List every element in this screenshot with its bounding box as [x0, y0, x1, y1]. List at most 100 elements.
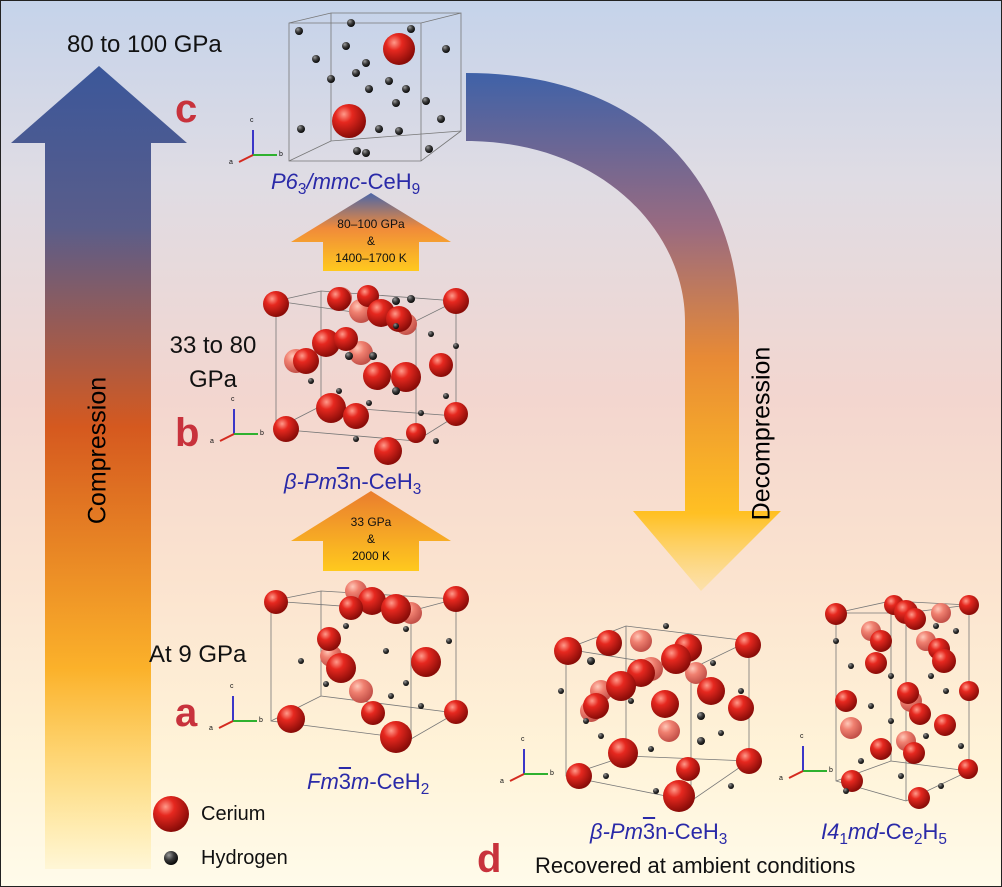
cerium-atom — [870, 630, 892, 652]
atoms — [263, 19, 979, 812]
hydrogen-atom — [347, 19, 355, 27]
cerium-atom — [676, 757, 700, 781]
hydrogen-atom — [375, 125, 383, 133]
hydrogen-atom — [648, 746, 654, 752]
phase-label-ceh3-b: β-Pm3n-CeH3 — [284, 469, 422, 498]
cerium-atom — [332, 104, 366, 138]
pressure-label-b: 33 to 80 GPa — [169, 332, 257, 393]
hydrogen-atom — [923, 733, 929, 739]
hydrogen-atom — [345, 352, 353, 360]
cerium-atom — [865, 652, 887, 674]
hydrogen-atom — [697, 737, 705, 745]
cerium-atom — [358, 587, 386, 615]
cerium-atom — [443, 288, 469, 314]
hydrogen-atom — [392, 387, 400, 395]
cerium-atom — [959, 595, 979, 615]
hydrogen-atom — [388, 693, 394, 699]
hydrogen-atom — [653, 788, 659, 794]
decompression-arrow — [466, 73, 781, 591]
axis-c-label: c — [521, 736, 525, 743]
compression-arrow — [11, 66, 187, 869]
axis-b-label: b — [279, 151, 283, 158]
cerium-atom — [293, 348, 319, 374]
transition-arrow-upper — [291, 193, 451, 271]
axis-b-label: b — [829, 767, 833, 774]
cerium-atom — [334, 327, 358, 351]
phase-label-ceh2: Fm3m-CeH2 — [307, 769, 430, 798]
hydrogen-atom — [295, 27, 303, 35]
cerium-atom — [444, 700, 468, 724]
cerium-atom — [273, 416, 299, 442]
cerium-atom — [363, 362, 391, 390]
cerium-atom — [381, 594, 411, 624]
hydrogen-atom — [312, 55, 320, 63]
hydrogen-atom — [353, 436, 359, 442]
cerium-atom — [554, 637, 582, 665]
hydrogen-atom — [833, 638, 839, 644]
cerium-atom — [835, 690, 857, 712]
hydrogen-atom — [928, 673, 934, 679]
cerium-atom — [386, 306, 412, 332]
cerium-atom — [903, 742, 925, 764]
crystal-ceh9 — [288, 12, 462, 162]
cerium-atom — [728, 695, 754, 721]
hydrogen-atom — [422, 97, 430, 105]
legend-hydrogen-swatch — [164, 851, 178, 865]
hydrogen-atom — [663, 623, 669, 629]
hydrogen-atom — [443, 393, 449, 399]
cerium-atom — [349, 679, 373, 703]
panel-label-c: c — [175, 87, 198, 131]
cerium-atom — [840, 717, 862, 739]
hydrogen-atom — [362, 149, 370, 157]
legend-hydrogen-label: Hydrogen — [201, 847, 288, 869]
hydrogen-atom — [843, 788, 849, 794]
transition-arrow-lower — [291, 491, 451, 571]
hydrogen-atom — [558, 688, 564, 694]
phase-label-ceh3-d: β-Pm3n-CeH3 — [590, 819, 728, 848]
hydrogen-atom — [710, 660, 716, 666]
hydrogen-atom — [868, 703, 874, 709]
hydrogen-atom — [308, 378, 314, 384]
hydrogen-atom — [336, 388, 342, 394]
axes-triad-d1 — [509, 749, 548, 782]
hydrogen-atom — [933, 623, 939, 629]
hydrogen-atom — [298, 658, 304, 664]
cerium-atom — [904, 608, 926, 630]
axes-triad-d2 — [788, 746, 827, 779]
cerium-atom — [316, 393, 346, 423]
cerium-atom — [735, 632, 761, 658]
cerium-atom — [406, 423, 426, 443]
hydrogen-atom — [718, 730, 724, 736]
hydrogen-atom — [938, 783, 944, 789]
cerium-atom — [685, 662, 707, 684]
cerium-atom — [380, 721, 412, 753]
cerium-atom — [661, 644, 691, 674]
cerium-atom — [566, 763, 592, 789]
cerium-atom — [583, 693, 609, 719]
axes-triad-c — [238, 130, 277, 163]
cerium-atom — [630, 630, 652, 652]
cerium-atom — [596, 630, 622, 656]
cerium-atom — [277, 705, 305, 733]
hydrogen-atom — [418, 410, 424, 416]
hydrogen-atom — [437, 115, 445, 123]
cerium-atom — [383, 33, 415, 65]
hydrogen-atom — [297, 125, 305, 133]
hydrogen-atom — [848, 663, 854, 669]
cerium-atom — [429, 353, 453, 377]
hydrogen-atom — [425, 145, 433, 153]
hydrogen-atom — [953, 628, 959, 634]
hydrogen-atom — [583, 718, 589, 724]
cerium-atom — [374, 437, 402, 465]
cerium-atom — [317, 627, 341, 651]
transition-conditions-upper: 80–100 GPa & 1400–1700 K — [335, 217, 407, 265]
hydrogen-atom — [327, 75, 335, 83]
cerium-atom — [658, 720, 680, 742]
hydrogen-atom — [598, 733, 604, 739]
cerium-atom — [841, 770, 863, 792]
cerium-atom — [349, 341, 373, 365]
panel-label-a: a — [175, 691, 198, 735]
compression-label: Compression — [83, 376, 112, 525]
cerium-atom — [443, 586, 469, 612]
